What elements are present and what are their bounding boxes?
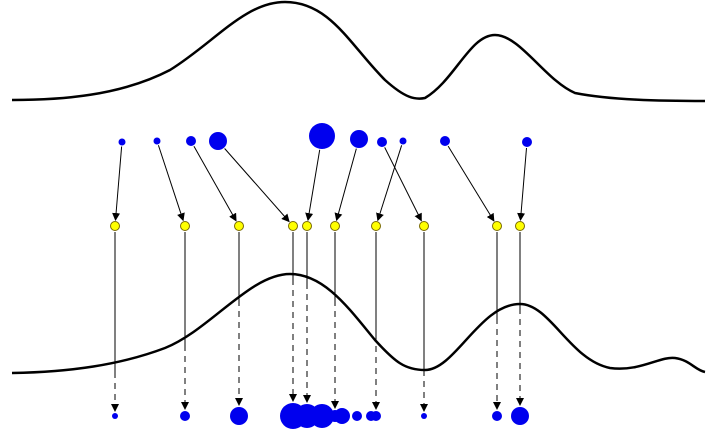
intermediate-node xyxy=(330,221,340,231)
source-sample-dot xyxy=(309,123,335,149)
top-density-curve xyxy=(11,0,706,103)
source-sample-dot xyxy=(399,137,407,145)
transport-arrow xyxy=(447,145,495,222)
intermediate-node xyxy=(419,221,429,231)
target-sample-dot xyxy=(112,413,118,419)
bottom-density-curve xyxy=(11,272,706,375)
target-sample-dot xyxy=(511,407,529,425)
intermediate-node xyxy=(288,221,298,231)
source-sample-dot xyxy=(118,138,126,146)
source-sample-dot xyxy=(209,132,227,150)
source-sample-dot xyxy=(186,136,196,146)
source-sample-dot xyxy=(153,137,161,145)
target-sample-dot xyxy=(352,411,362,421)
transport-arrow xyxy=(224,148,290,223)
source-sample-dot xyxy=(440,136,450,146)
transport-arrow xyxy=(334,148,357,222)
target-sample-dot xyxy=(366,411,376,421)
arrow-layer xyxy=(111,145,527,412)
intermediate-node xyxy=(234,221,244,231)
source-sample-dot xyxy=(350,130,368,148)
intermediate-node xyxy=(515,221,525,231)
target-sample-dot xyxy=(421,413,427,419)
target-sample-dot xyxy=(180,411,190,421)
source-sample-dot xyxy=(377,137,387,147)
transport-arrow xyxy=(384,147,422,222)
target-sample-dot xyxy=(492,411,502,421)
target-sample-dot xyxy=(310,404,334,428)
transport-arrow xyxy=(305,149,321,222)
target-sample-dot xyxy=(230,407,248,425)
dot-layer xyxy=(110,123,532,429)
transport-arrow xyxy=(157,145,185,222)
source-sample-dot xyxy=(522,137,532,147)
transport-arrow xyxy=(376,145,403,222)
intermediate-node xyxy=(371,221,381,231)
intermediate-node xyxy=(492,221,502,231)
intermediate-node xyxy=(180,221,190,231)
intermediate-node xyxy=(302,221,312,231)
target-sample-dot xyxy=(334,408,350,424)
transport-arrow xyxy=(112,146,123,222)
intermediate-node xyxy=(110,221,120,231)
transport-arrow xyxy=(193,145,237,222)
transport-arrow xyxy=(517,147,527,222)
